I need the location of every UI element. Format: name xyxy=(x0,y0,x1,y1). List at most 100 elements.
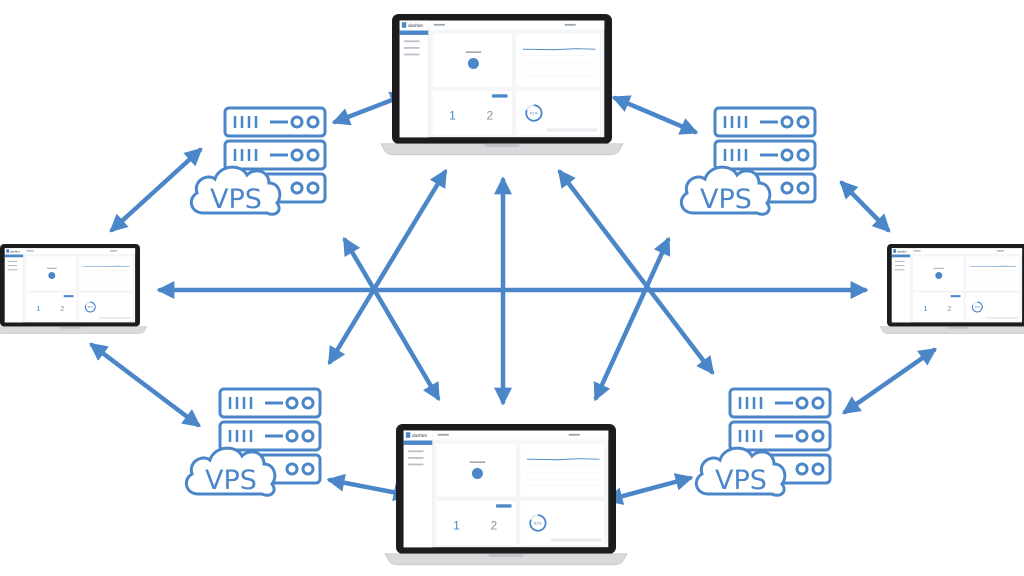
topbar-title xyxy=(913,250,921,252)
counts-card xyxy=(25,293,77,321)
chart-line xyxy=(522,48,596,51)
brand-logo-icon xyxy=(405,432,411,438)
sidebar-active-item xyxy=(4,254,24,258)
brand-name: dashlet xyxy=(412,433,428,438)
card-action-button xyxy=(492,94,508,98)
chart-card xyxy=(516,33,600,87)
vps-label: VPS xyxy=(700,184,752,215)
count-value-2: 2 xyxy=(947,304,951,313)
arrow-vps-tr-laptop-right xyxy=(839,180,891,233)
counts-card xyxy=(432,91,512,135)
vps-server-top-right: VPS xyxy=(679,106,817,216)
arrow-vps-bl-laptop-bottom xyxy=(326,473,412,502)
sidebar-item xyxy=(7,265,18,267)
topbar-title xyxy=(433,23,445,26)
topbar-user xyxy=(568,433,580,436)
card-caption xyxy=(465,51,482,53)
dashboard-topbar xyxy=(910,248,1023,254)
count-value-1: 1 xyxy=(36,304,40,313)
gauge-card xyxy=(516,91,600,135)
laptop-notch xyxy=(58,326,82,329)
arrow-vps-tl-laptop-left xyxy=(109,147,203,233)
arrow-vps-br-laptop-right xyxy=(842,347,937,415)
card-action-button xyxy=(496,504,512,508)
laptop-notch xyxy=(945,326,969,329)
sidebar-item xyxy=(408,450,424,453)
arrow-laptop-top-vps-tr xyxy=(611,95,699,135)
laptop-base xyxy=(384,553,628,566)
count-value-2: 2 xyxy=(487,109,494,123)
laptop-base xyxy=(0,326,148,334)
dashboard-sidebar xyxy=(403,430,433,548)
vps-label: VPS xyxy=(210,184,262,215)
vps-server-top-left: VPS xyxy=(189,106,327,216)
brand-logo-icon xyxy=(401,22,407,28)
card-caption xyxy=(933,267,944,269)
gauge-value: 81% xyxy=(975,306,981,309)
sidebar-item xyxy=(894,260,905,262)
arrow-laptop-bottom-vps-br xyxy=(604,473,694,505)
brand-name: dashlet xyxy=(408,23,424,28)
sidebar-item xyxy=(7,269,18,271)
card-status-icon xyxy=(935,272,943,279)
gauge-arc xyxy=(525,104,543,122)
vps-label: VPS xyxy=(205,465,257,496)
sidebar-item xyxy=(408,457,424,459)
dashboard-topbar xyxy=(432,430,609,440)
gauge-value: 81% xyxy=(530,112,538,116)
vps-server-bottom-left: VPS xyxy=(184,387,322,497)
gauge-card xyxy=(520,501,604,545)
sidebar-active-item xyxy=(403,440,433,445)
laptop-bottom: dashlet 1 2 81% xyxy=(384,424,628,566)
laptop-base xyxy=(879,326,1024,334)
sidebar-item xyxy=(404,47,420,49)
sidebar-item xyxy=(894,265,905,267)
dashboard-sidebar xyxy=(399,20,429,138)
sidebar-active-item xyxy=(891,254,911,258)
count-value-1: 1 xyxy=(453,519,460,533)
laptop-notch xyxy=(484,143,520,148)
card-caption xyxy=(46,267,57,269)
brand-name: dashlet xyxy=(897,249,907,253)
arrow-laptop-top-vps-bl xyxy=(327,168,448,366)
dashboard-sidebar xyxy=(4,248,24,323)
topbar-user xyxy=(564,23,576,26)
gauge-value: 81% xyxy=(534,522,542,526)
dashboard-sidebar xyxy=(891,248,911,323)
sidebar-item xyxy=(404,40,420,43)
laptop-notch xyxy=(488,553,524,558)
count-value-2: 2 xyxy=(60,304,64,313)
card-status-icon xyxy=(48,272,56,279)
chart-line xyxy=(526,458,600,461)
topbar-user xyxy=(109,250,117,252)
laptop-right: dashlet 1 2 81% xyxy=(879,244,1024,334)
dashboard-topbar xyxy=(23,248,136,254)
laptop-base xyxy=(380,143,624,156)
gauge-arc xyxy=(529,514,547,532)
arrow-laptop-left-vps-bl xyxy=(89,342,201,428)
gauge-footer xyxy=(547,128,598,132)
card-action-button xyxy=(63,295,74,298)
gauge-footer xyxy=(551,538,602,542)
chart-card xyxy=(966,256,1020,291)
count-value-2: 2 xyxy=(491,519,498,533)
gauge-value: 81% xyxy=(88,306,94,309)
chart-line xyxy=(970,265,1017,268)
sidebar-active-item xyxy=(399,30,429,35)
count-value-1: 1 xyxy=(449,109,456,123)
vps-label: VPS xyxy=(715,465,767,496)
brand-logo-icon xyxy=(6,249,10,253)
counts-card xyxy=(436,501,516,545)
sidebar-item xyxy=(7,260,18,262)
chart-card xyxy=(520,443,604,497)
card-caption xyxy=(469,461,486,463)
arrow-vps-tl-laptop-bottom xyxy=(342,236,441,402)
count-value-1: 1 xyxy=(923,304,927,313)
arrow-vps-tr-laptop-bottom xyxy=(593,236,671,402)
chart-card xyxy=(79,256,133,291)
card-status-icon xyxy=(471,468,483,479)
card-status-icon xyxy=(467,58,479,69)
gauge-arc xyxy=(84,301,96,313)
